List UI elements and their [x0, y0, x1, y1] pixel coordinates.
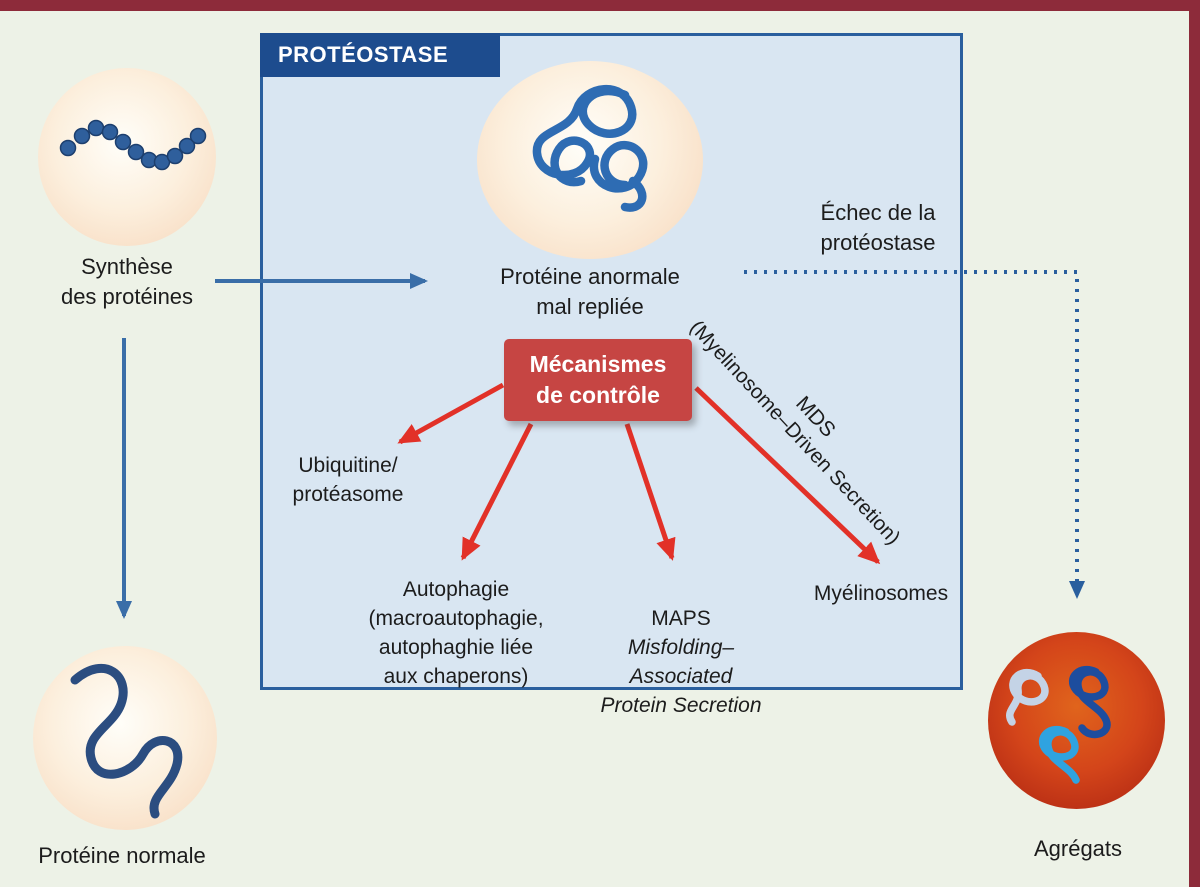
maps-subtitle: Misfolding– Associated Protein Secretion [600, 635, 762, 717]
abnormal-protein-label: Protéine anormale mal repliée [500, 264, 680, 320]
frame-right-bar [1189, 0, 1200, 887]
autophagy-label: Autophagie (macroautophagie, autophaghie… [368, 578, 544, 688]
frame-top-bar [0, 0, 1200, 11]
proteostasis-failure-label: Échec de la protéostase [820, 200, 936, 256]
proteostase-header: PROTÉOSTASE [260, 33, 500, 77]
ubiquitine-proteasome-label: Ubiquitine/ protéasome [292, 454, 404, 506]
aggregates-icon [1006, 666, 1111, 784]
normal-protein-icon [70, 664, 183, 819]
myelinosomes-label: Myélinosomes [813, 582, 949, 605]
normal-protein-label: Protéine normale [38, 843, 206, 868]
normal-protein-circle [33, 646, 217, 830]
aggregates-label: Agrégats [1033, 836, 1123, 861]
misfolded-protein-icon [532, 85, 648, 212]
aggregates-circle [988, 632, 1165, 809]
abnormal-protein-ellipse [477, 61, 703, 259]
maps-label: MAPS Misfolding– Associated Protein Secr… [600, 576, 761, 750]
control-mechanisms-box: Mécanismes de contrôle [504, 339, 692, 421]
synthesis-label: Synthèse des protéines [60, 254, 194, 310]
bead-chain-icon [59, 119, 207, 171]
synthesis-circle [38, 68, 216, 246]
maps-title: MAPS [651, 606, 711, 630]
